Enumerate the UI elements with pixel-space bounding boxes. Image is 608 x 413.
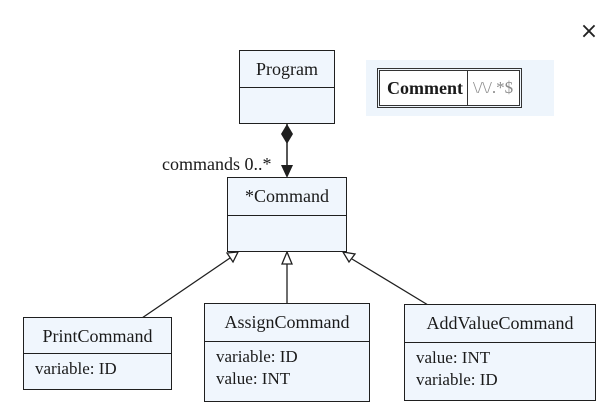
attribute-row: value: INT xyxy=(416,348,491,367)
class-attributes: variable: ID xyxy=(24,354,171,380)
inheritance-triangle-icon xyxy=(341,251,357,264)
association-role-label: commands 0..* xyxy=(162,154,272,174)
class-name: Program xyxy=(240,51,334,88)
comment-value: \/\/.*$ xyxy=(467,71,520,105)
arrowhead-icon xyxy=(281,165,293,178)
class-attributes xyxy=(240,88,334,92)
close-icon[interactable]: × xyxy=(579,18,599,44)
class-print-command[interactable]: PrintCommand variable: ID xyxy=(23,317,172,390)
attribute-row: variable: ID xyxy=(416,370,498,389)
inheritance-triangle-icon xyxy=(281,250,293,265)
class-name: AddValueCommand xyxy=(405,305,595,343)
class-name: PrintCommand xyxy=(24,318,171,354)
inheritance-edge-print xyxy=(141,251,240,319)
comment-table: Comment \/\/.*$ xyxy=(377,68,523,108)
class-add-value-command[interactable]: AddValueCommand value: INT variable: ID xyxy=(404,304,596,401)
class-name: *Command xyxy=(228,178,346,216)
class-attributes: value: INT variable: ID xyxy=(405,343,595,391)
class-command[interactable]: *Command xyxy=(227,177,347,252)
inheritance-edge-assign xyxy=(281,250,293,303)
composition-diamond-icon xyxy=(281,124,293,144)
inheritance-triangle-icon xyxy=(225,251,240,264)
class-name: AssignCommand xyxy=(205,304,369,342)
inheritance-edge-addvalue xyxy=(341,251,429,306)
comment-key: Comment xyxy=(380,71,468,105)
composition-edge xyxy=(281,123,293,178)
attribute-row: variable: ID xyxy=(35,359,117,378)
class-attributes xyxy=(228,216,346,220)
attribute-row: variable: ID xyxy=(216,347,298,366)
class-assign-command[interactable]: AssignCommand variable: ID value: INT xyxy=(204,303,370,402)
class-attributes: variable: ID value: INT xyxy=(205,342,369,390)
class-program[interactable]: Program xyxy=(239,50,335,124)
comment-note[interactable]: Comment \/\/.*$ xyxy=(366,60,554,116)
attribute-row: value: INT xyxy=(216,369,291,388)
